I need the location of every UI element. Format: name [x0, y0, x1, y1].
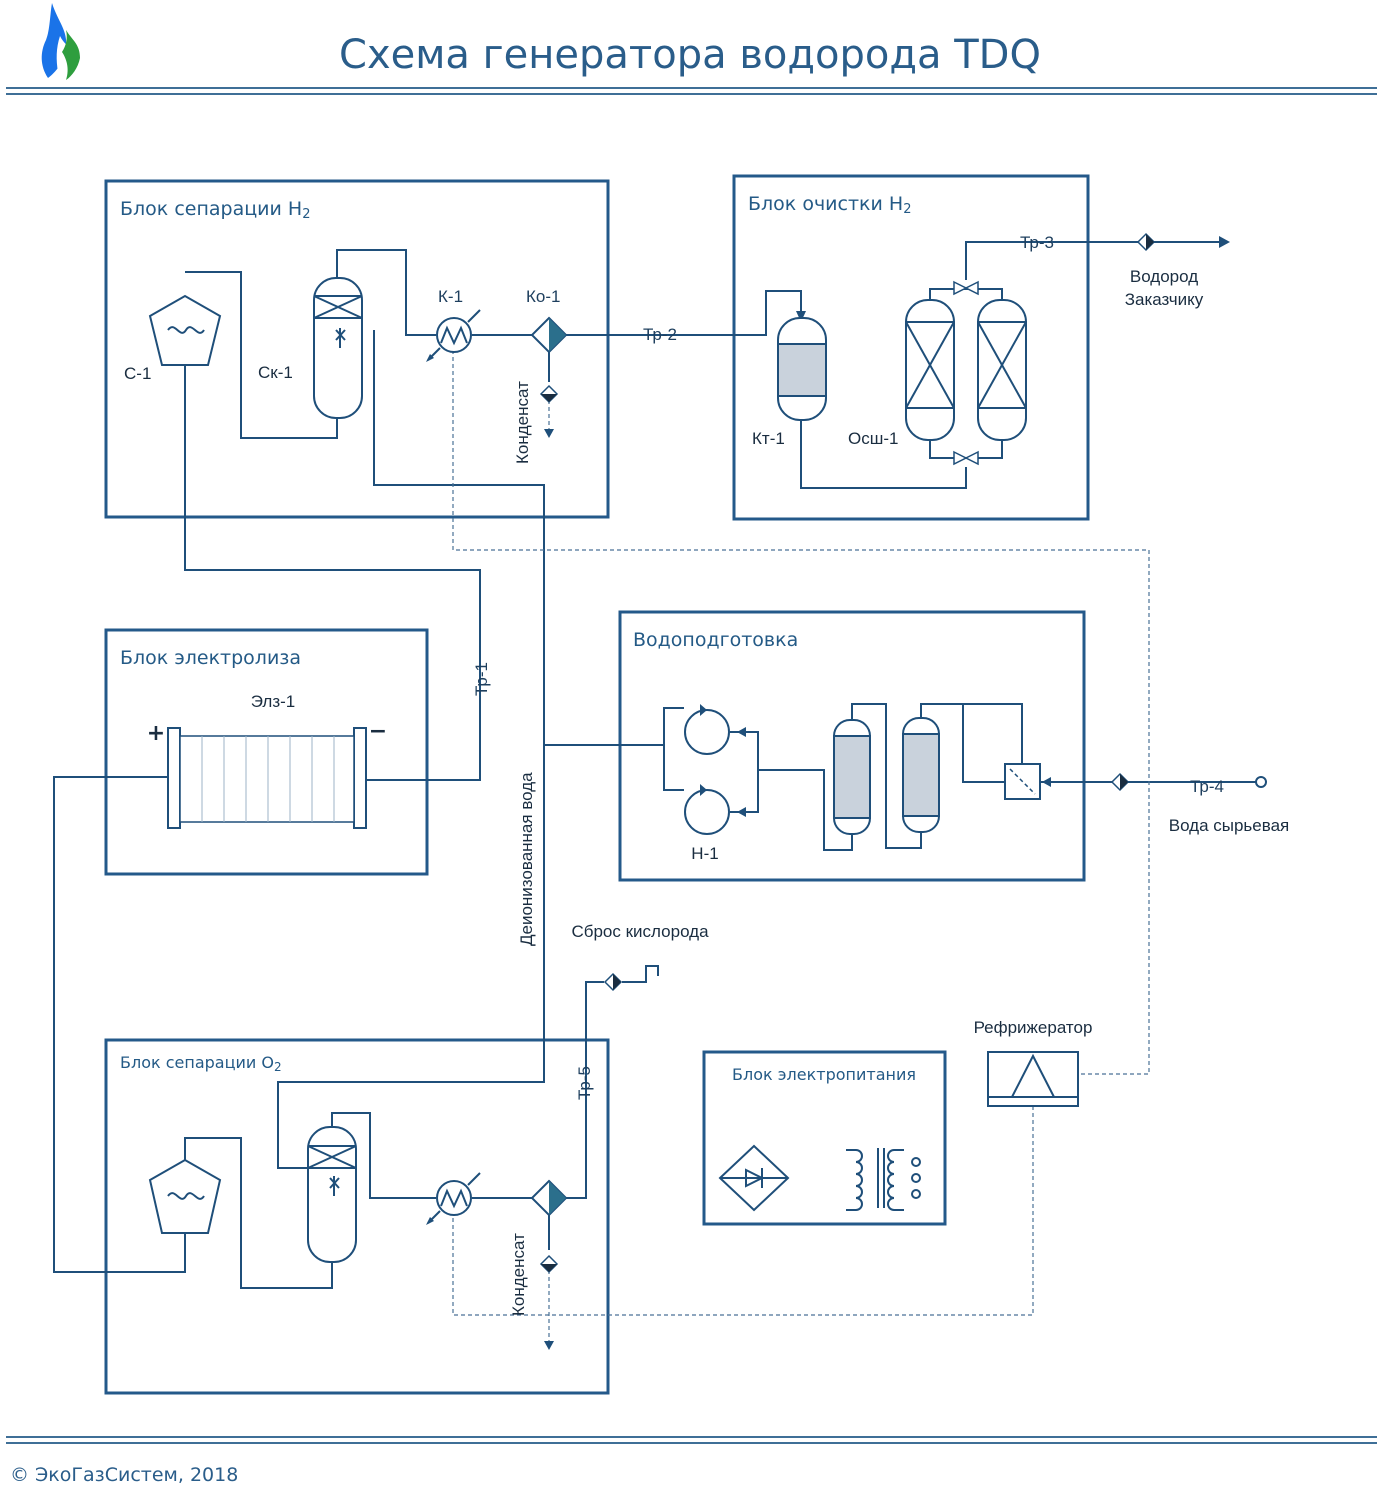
block-title-water-treatment: Водоподготовка: [633, 629, 798, 651]
block-title-power-supply: Блок электропитания: [732, 1065, 916, 1084]
label-ko1: Ко-1: [526, 287, 560, 306]
label-c1: С-1: [124, 364, 151, 383]
electrolyser-elz1: [167, 727, 425, 829]
label-tr3: Тр-3: [1020, 233, 1054, 252]
label-condensate-top: Конденсат: [513, 381, 532, 464]
label-refrigerator: Рефрижератор: [974, 1018, 1093, 1037]
label-hydrogen-line1: Водород: [1130, 267, 1198, 286]
label-tr2: Тр-2: [643, 325, 677, 344]
block-title-h2-separation: Блок сепарации H2: [120, 198, 310, 222]
pump-n1: [684, 704, 730, 835]
cooler-k1: [426, 309, 481, 362]
logo: [41, 3, 80, 80]
transformer-icon: [846, 1148, 921, 1211]
raw-water-valve-tr4: [1110, 772, 1267, 792]
condensate-valve-bottom: [539, 1254, 559, 1274]
label-condensate-bottom: Конденсат: [509, 1233, 528, 1316]
column-sk1: [313, 277, 363, 419]
process-lines: [53, 241, 1260, 1289]
column-sk-o2: [307, 1126, 357, 1263]
label-oxygen-vent: Сброс кислорода: [571, 922, 709, 941]
copyright-footer: © ЭкоГазСистем, 2018: [10, 1464, 238, 1486]
block-title-h2-purification: Блок очистки H2: [748, 193, 911, 217]
refrigerator-unit: [987, 1051, 1079, 1107]
label-raw-water: Вода сырьевая: [1169, 816, 1290, 835]
adsorber-osh1: [905, 280, 1027, 466]
label-tr5: Тр-5: [575, 1066, 594, 1100]
label-kt1: Кт-1: [752, 429, 785, 448]
block-title-electrolysis: Блок электролиза: [120, 647, 301, 669]
label-plus: +: [147, 721, 165, 746]
ion-exchange-columns: [833, 717, 940, 835]
label-minus: −: [369, 719, 387, 744]
condensate-valve-top: [539, 384, 559, 404]
label-n1: Н-1: [691, 844, 718, 863]
page-title: Схема генератора водорода TDQ: [339, 32, 1041, 78]
separator-ko1: [530, 316, 568, 354]
block-title-o2-separation: Блок сепарации O2: [120, 1053, 282, 1074]
catalyst-kt1: [777, 317, 827, 421]
label-tr4: Тр-4: [1190, 777, 1224, 796]
product-valve-tr3: [1136, 232, 1156, 252]
separator-c-o2: [148, 1158, 222, 1234]
label-sk1: Ск-1: [258, 363, 293, 382]
water-filter: [1004, 763, 1041, 800]
label-hydrogen-line2: Заказчику: [1125, 290, 1204, 309]
label-deionized-water: Деионизованная вода: [517, 772, 536, 946]
separator-ko-o2: [530, 1179, 568, 1217]
oxygen-vent-valve-tr5: [603, 972, 623, 992]
refrigerant-lines: [452, 350, 1150, 1345]
label-osh1: Осш-1: [848, 429, 898, 448]
label-tr1: Тр-1: [472, 662, 491, 696]
cooler-k-o2: [426, 1172, 481, 1225]
label-elz1: Элз-1: [251, 692, 295, 711]
separator-c1: [148, 294, 222, 366]
rectifier-icon: [718, 1144, 790, 1212]
label-k1: К-1: [438, 287, 463, 306]
flow-arrows: [544, 236, 1230, 1350]
